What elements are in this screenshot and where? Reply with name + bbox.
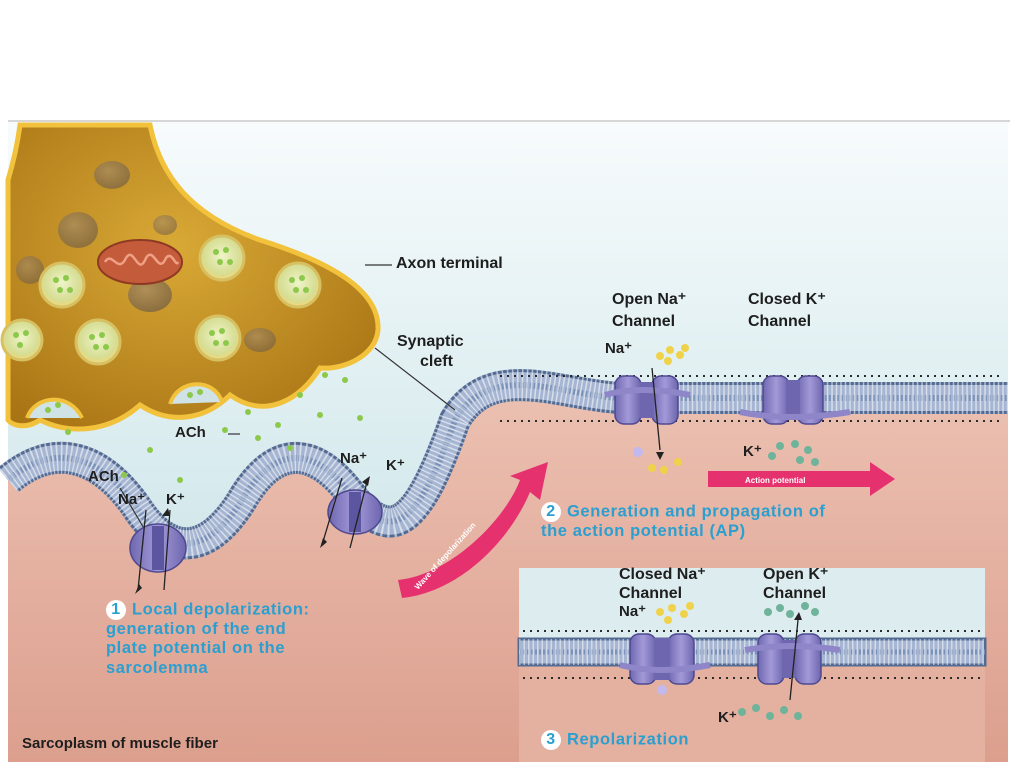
- ach-receptor-label: ACh: [88, 468, 119, 485]
- sarcoplasm-label: Sarcoplasm of muscle fiber: [22, 735, 218, 752]
- step-3-number: 3: [541, 730, 561, 750]
- step-2-line-2: the action potential (AP): [541, 522, 746, 540]
- synaptic-cleft-label-line1: Synaptic: [397, 333, 464, 350]
- step-1-line-1: Local depolarization:: [132, 600, 310, 619]
- open-k-channel-label-line2: Channel: [763, 585, 827, 602]
- step-2-line-1: Generation and propagation of: [567, 502, 826, 521]
- closed-na-channel-label-line2: Channel: [619, 585, 683, 602]
- open-k-channel-label-line1: Open K⁺: [763, 566, 829, 583]
- open-na-channel-label-line2: Channel: [612, 313, 676, 330]
- step-1-number: 1: [106, 600, 126, 620]
- closed-k-channel-label-line1: Closed K⁺: [748, 291, 826, 308]
- na-label-3: Na⁺: [605, 340, 633, 357]
- na-label-4: Na⁺: [619, 603, 647, 620]
- step-3-line-1: Repolarization: [567, 730, 690, 749]
- step-1-line-3: plate potential on the: [106, 639, 286, 658]
- action-potential-label: Action potential: [745, 476, 805, 485]
- k-label-2: K⁺: [386, 457, 405, 474]
- ach-cleft-label: ACh: [175, 424, 206, 441]
- k-label-1: K⁺: [166, 491, 185, 508]
- k-label-3: K⁺: [743, 443, 762, 460]
- step-1-line-4: sarcolemma: [106, 658, 209, 677]
- step-1-caption: 1 Local depolarization: generation of the…: [106, 600, 310, 678]
- na-label-1: Na⁺: [118, 491, 146, 508]
- k-label-4: K⁺: [718, 709, 737, 726]
- axon-terminal-label: Axon terminal: [396, 255, 503, 272]
- closed-na-channel-label-line1: Closed Na⁺: [619, 566, 706, 583]
- closed-k-channel-label-line2: Channel: [748, 313, 812, 330]
- open-na-channel-label-line1: Open Na⁺: [612, 291, 687, 308]
- synaptic-cleft-label-line2: cleft: [420, 353, 453, 370]
- step-2-caption: 2 Generation and propagation of the actio…: [541, 502, 826, 541]
- na-label-2: Na⁺: [340, 450, 368, 467]
- step-3-caption: 3 Repolarization: [541, 730, 689, 750]
- step-2-number: 2: [541, 502, 561, 522]
- step-1-line-2: generation of the end: [106, 620, 287, 638]
